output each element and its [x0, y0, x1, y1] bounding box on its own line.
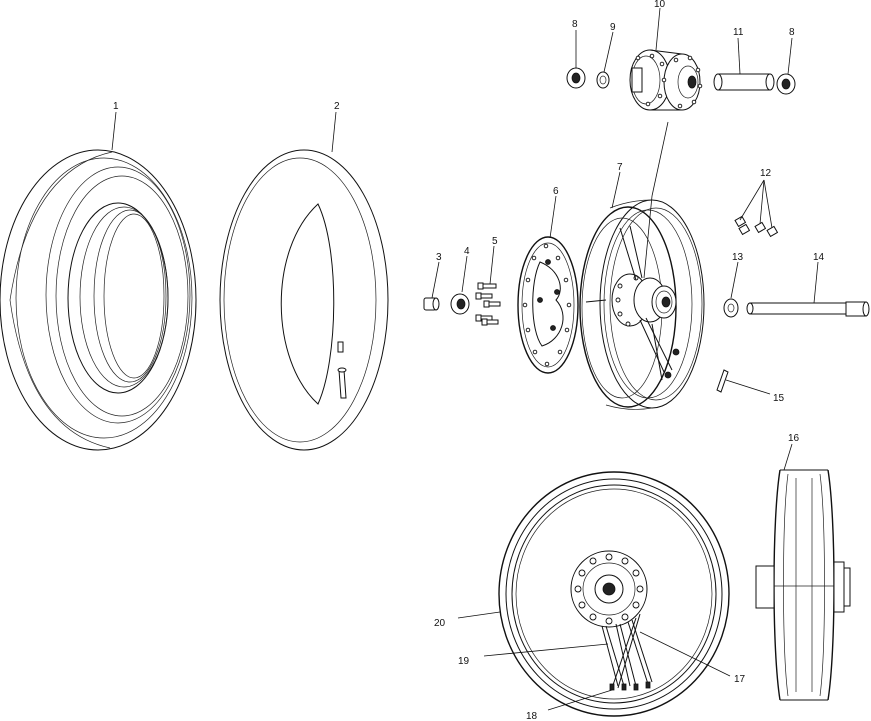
label-part-17: 17 — [734, 674, 746, 685]
label-part-9: 9 — [610, 22, 616, 33]
label-part-20: 20 — [434, 618, 446, 629]
part-8-bearing-left — [566, 67, 586, 89]
part-16-rim-side — [755, 469, 851, 701]
label-part-8-left: 8 — [572, 19, 578, 30]
label-part-4: 4 — [464, 246, 470, 257]
label-part-10: 10 — [654, 0, 666, 10]
part-19-spokes — [601, 613, 653, 689]
label-part-5: 5 — [492, 236, 498, 247]
part-15-weight — [716, 369, 729, 393]
part-9-washer — [596, 71, 610, 89]
label-part-8-right: 8 — [789, 27, 795, 38]
wheel-spokes — [585, 225, 680, 381]
label-part-12: 12 — [760, 168, 772, 179]
label-part-19: 19 — [458, 656, 470, 667]
wheel-hub — [611, 273, 677, 327]
part-12-nuts — [734, 215, 779, 238]
part-13-spacer — [723, 298, 739, 318]
part-11-spacer-tube — [713, 73, 775, 91]
part-4-bearing — [450, 293, 470, 315]
part-7-wheel — [579, 199, 705, 410]
label-part-7: 7 — [617, 162, 623, 173]
part-1-tire — [0, 149, 197, 451]
leader-lines — [111, 7, 819, 711]
label-part-16: 16 — [788, 433, 800, 444]
part-14-axle — [746, 301, 870, 317]
part-18-nipples — [609, 681, 651, 691]
label-part-1: 1 — [113, 101, 119, 112]
label-part-6: 6 — [553, 186, 559, 197]
wheel-hub-front — [570, 550, 648, 628]
label-part-11: 11 — [733, 27, 744, 38]
valve-stem — [337, 341, 347, 399]
part-5-bolts — [475, 282, 501, 326]
label-part-13: 13 — [732, 252, 744, 263]
label-part-18: 18 — [526, 711, 538, 721]
label-part-2: 2 — [334, 101, 340, 112]
spoked-wheel-front — [498, 471, 730, 717]
label-part-15: 15 — [773, 393, 785, 404]
part-10-hub — [629, 49, 703, 111]
part-6-brake-disc — [517, 236, 579, 374]
part-labels: 1 2 3 4 5 6 7 8 9 10 11 8 12 13 14 15 16… — [113, 0, 825, 721]
label-part-14: 14 — [813, 252, 825, 263]
part-2-inner-tube — [219, 149, 389, 451]
label-part-3: 3 — [436, 252, 442, 263]
part-3-spacer — [423, 297, 440, 311]
part-8-bearing-right — [776, 73, 796, 95]
